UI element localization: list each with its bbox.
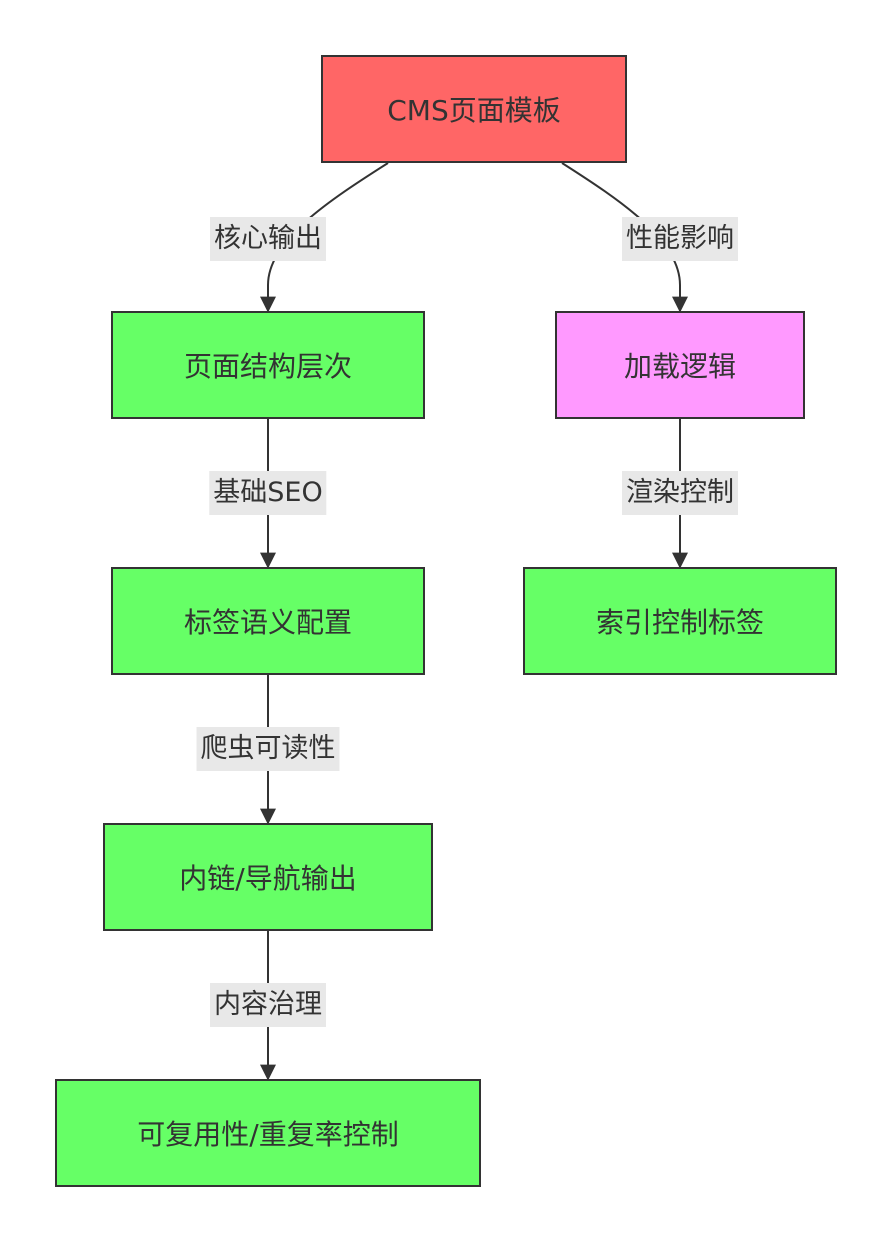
edge-label-crawler-readability: 爬虫可读性 xyxy=(196,727,340,771)
node-reusability-label: 可复用性/重复率控制 xyxy=(137,1118,399,1151)
node-loading-logic-label: 加载逻辑 xyxy=(623,350,736,383)
node-nav-output-label: 内链/导航输出 xyxy=(179,862,357,895)
node-loading-logic: 加载逻辑 xyxy=(555,311,805,419)
edge-label-render-control: 渲染控制 xyxy=(622,471,738,515)
node-cms-template: CMS页面模板 xyxy=(321,55,627,163)
node-cms-template-label: CMS页面模板 xyxy=(387,94,561,127)
node-tag-semantics: 标签语义配置 xyxy=(111,567,425,675)
node-page-structure-label: 页面结构层次 xyxy=(183,350,352,383)
node-page-structure: 页面结构层次 xyxy=(111,311,425,419)
edge-label-basic-seo: 基础SEO xyxy=(209,471,327,515)
node-nav-output: 内链/导航输出 xyxy=(103,823,433,931)
node-index-tags: 索引控制标签 xyxy=(523,567,837,675)
edge-label-content-governance: 内容治理 xyxy=(210,983,326,1027)
node-reusability: 可复用性/重复率控制 xyxy=(55,1079,481,1187)
edge-label-perf-impact: 性能影响 xyxy=(622,217,738,261)
node-tag-semantics-label: 标签语义配置 xyxy=(183,606,352,639)
node-index-tags-label: 索引控制标签 xyxy=(595,606,764,639)
edge-label-core-output: 核心输出 xyxy=(210,217,326,261)
